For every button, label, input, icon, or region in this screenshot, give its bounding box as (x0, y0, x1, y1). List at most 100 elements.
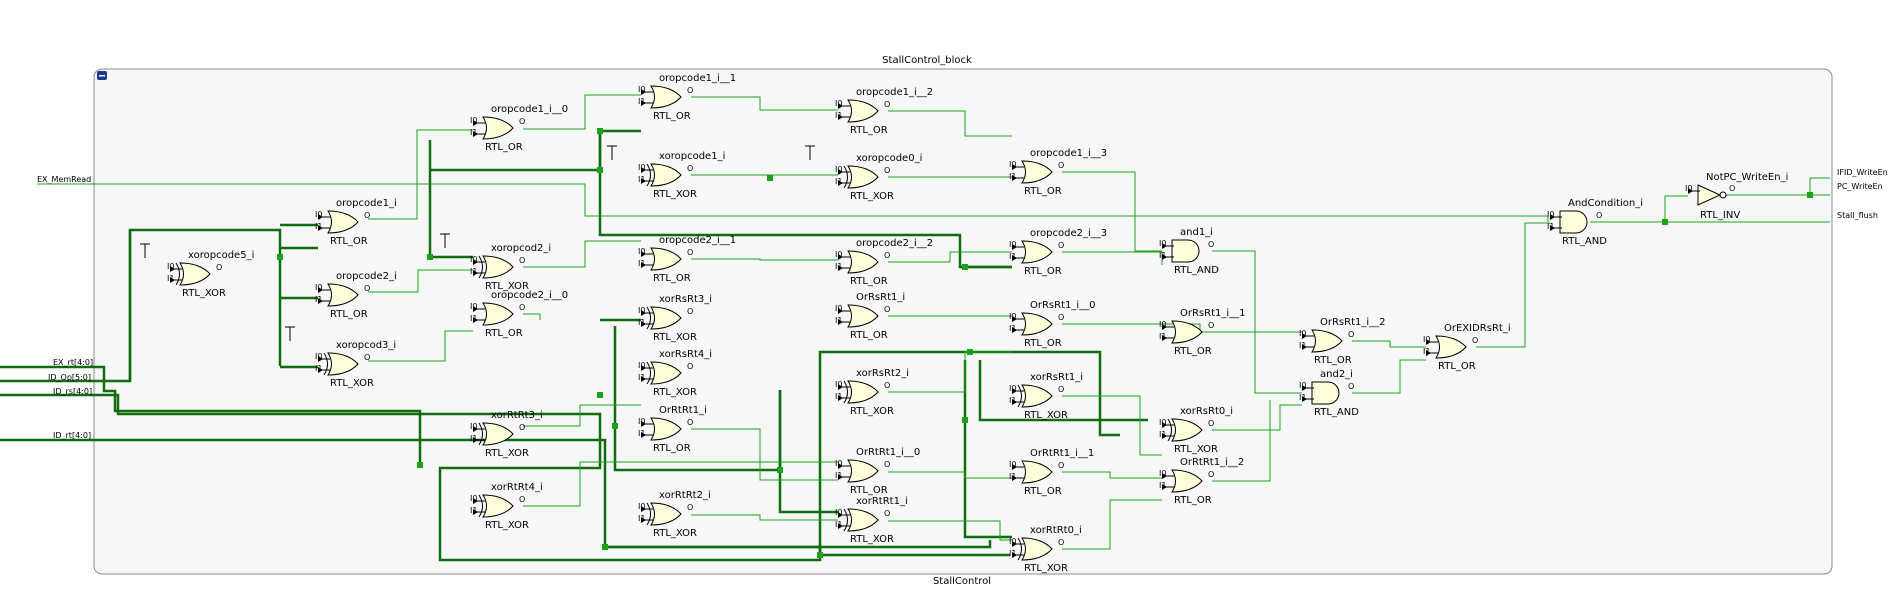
port-stall-flush[interactable]: Stall_flush (1837, 211, 1878, 220)
gate-type: RTL_XOR (653, 189, 697, 200)
gate-name: oropcode2_i__3 (1030, 228, 1107, 239)
port-id-op[interactable]: ID_Op[5:0] (48, 373, 91, 382)
gate-type: RTL_OR (485, 328, 523, 339)
collapse-button[interactable] (97, 71, 107, 80)
pin-o: O (1208, 240, 1214, 249)
gate-type: RTL_XOR (653, 387, 697, 398)
pin-o: O (884, 251, 890, 260)
port-ex-memread[interactable]: EX_MemRead (37, 175, 91, 184)
port-id-rt[interactable]: ID_rt[4:0] (53, 431, 91, 440)
gate-type: RTL_OR (1174, 346, 1212, 357)
gate-name: oropcode1_i (336, 198, 397, 209)
gate-type: RTL_XOR (1024, 410, 1068, 421)
gate-type: RTL_OR (330, 236, 368, 247)
gate-name: oropcode1_i__0 (491, 104, 568, 115)
gate-type: RTL_XOR (850, 406, 894, 417)
pin-o: O (519, 303, 525, 312)
gate-name: xorRtRt2_i (659, 490, 711, 501)
port-ex-rt[interactable]: EX_rt[4:0] (53, 358, 93, 367)
gate-type: RTL_XOR (485, 281, 529, 292)
gate-type: RTL_OR (850, 276, 888, 287)
gate-name: OrRsRt1_i__1 (1180, 308, 1246, 319)
gate-name: xorRtRt4_i (491, 482, 543, 493)
pin-o: O (519, 256, 525, 265)
gate-name: oropcode2_i (336, 271, 397, 282)
gate-type: RTL_OR (1438, 361, 1476, 372)
gate-name: and1_i (1180, 227, 1213, 238)
wire-layer (0, 94, 1830, 562)
gate-type: RTL_XOR (1024, 563, 1068, 574)
port-ifid-writeen[interactable]: IFID_WriteEn (1837, 168, 1888, 177)
pin-o: O (364, 353, 370, 362)
pin-o: O (1348, 330, 1354, 339)
pin-o: O (364, 211, 370, 220)
gate-type: RTL_XOR (850, 534, 894, 545)
gate-name: OrRsRt1_i (856, 292, 905, 303)
gate-name: NotPC_WriteEn_i (1706, 172, 1788, 183)
port-id-rs[interactable]: ID_rs[4:0] (53, 387, 92, 396)
gate-type: RTL_OR (850, 485, 888, 496)
gate-name: xoropcod3_i (336, 340, 396, 351)
output-ports: IFID_WriteEn PC_WriteEn Stall_flush (1837, 168, 1888, 220)
gate-type: RTL_XOR (330, 378, 374, 389)
pin-o: O (1596, 211, 1602, 220)
pin-o: O (884, 100, 890, 109)
gate-name: xorRsRt2_i (856, 368, 909, 379)
gate-name: xorRsRt1_i (1030, 372, 1083, 383)
pin-o: O (884, 460, 890, 469)
block-title: StallControl_block (882, 55, 972, 66)
gate-type: RTL_OR (1314, 355, 1352, 366)
pin-o: O (1058, 385, 1064, 394)
gate-type: RTL_INV (1700, 210, 1740, 221)
gate-type: RTL_XOR (653, 332, 697, 343)
gate-name: xorRsRt0_i (1180, 406, 1233, 417)
gate-type: RTL_XOR (485, 448, 529, 459)
block-frame[interactable] (93, 68, 1833, 575)
port-pc-writeen[interactable]: PC_WriteEn (1837, 182, 1883, 191)
pin-o: O (1058, 461, 1064, 470)
gate-type: RTL_OR (850, 125, 888, 136)
gate-type: RTL_OR (1024, 186, 1062, 197)
gate-type: RTL_AND (1174, 265, 1219, 276)
